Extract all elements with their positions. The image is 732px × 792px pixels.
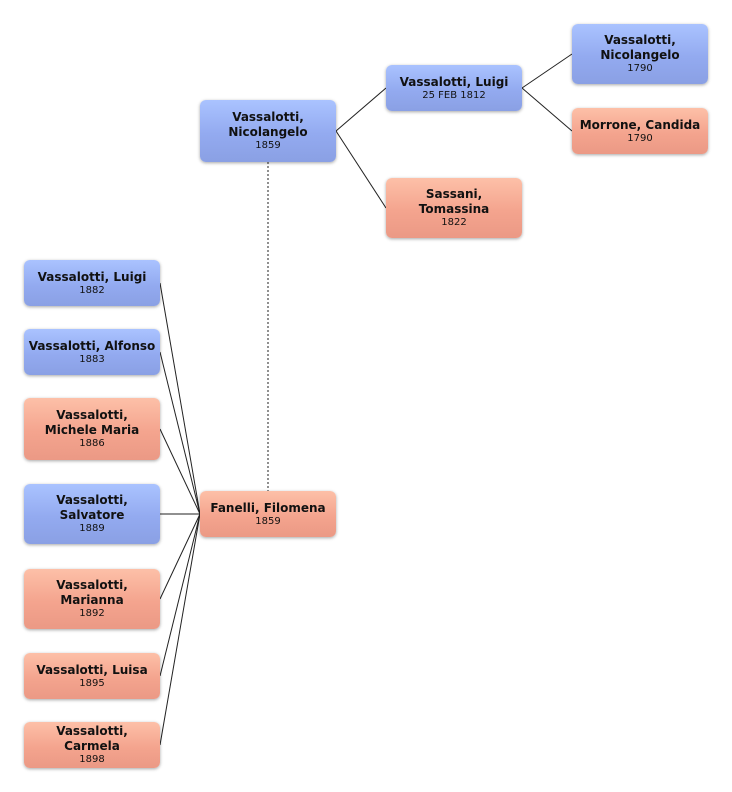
person-date: 1790 <box>627 132 653 144</box>
person-date: 1889 <box>79 523 105 534</box>
person-date: 1892 <box>79 608 105 619</box>
person-name: Vassalotti, Luisa <box>36 662 148 677</box>
person-name: Sassani, Tomassina <box>418 187 490 216</box>
person-name: Vassalotti, Salvatore <box>56 493 128 522</box>
connector-child-michele-1886 <box>159 428 201 515</box>
person-name: Vassalotti, Luigi <box>37 269 147 284</box>
person-date: 1859 <box>255 515 281 527</box>
person-name: Vassalotti, Carmela <box>56 724 128 753</box>
connector-child-luigi-1882 <box>159 282 201 515</box>
person-box-michele-1886[interactable]: Vassalotti, Michele Maria 1886 <box>24 398 160 460</box>
person-box-nicolangelo-1790[interactable]: Vassalotti, Nicolangelo 1790 <box>572 24 708 84</box>
person-box-luigi-1812[interactable]: Vassalotti, Luigi 25 FEB 1812 <box>386 65 522 111</box>
connector-child-marianna-1892 <box>159 513 201 600</box>
person-name: Vassalotti, Alfonso <box>28 338 156 353</box>
person-name: Vassalotti, Michele Maria <box>44 408 140 437</box>
connector-child-alfonso-1883 <box>159 351 201 515</box>
connector-child-carmela-1898 <box>159 513 201 746</box>
person-name: Vassalotti, Luigi <box>399 74 509 89</box>
person-box-candida-1790[interactable]: Morrone, Candida 1790 <box>572 108 708 154</box>
person-date: 1859 <box>255 140 281 151</box>
person-box-filomena-1859[interactable]: Fanelli, Filomena 1859 <box>200 491 336 537</box>
person-name: Vassalotti, Nicolangelo <box>600 33 680 62</box>
person-name: Vassalotti, Marianna <box>56 578 128 607</box>
person-box-nicolangelo-1859[interactable]: Vassalotti, Nicolangelo 1859 <box>200 100 336 162</box>
person-box-alfonso-1883[interactable]: Vassalotti, Alfonso 1883 <box>24 329 160 375</box>
person-name: Morrone, Candida <box>579 117 701 132</box>
person-box-marianna-1892[interactable]: Vassalotti, Marianna 1892 <box>24 569 160 629</box>
person-date: 25 FEB 1812 <box>422 89 486 101</box>
person-name: Fanelli, Filomena <box>210 500 326 515</box>
person-date: 1886 <box>79 438 105 449</box>
person-box-luigi-1882[interactable]: Vassalotti, Luigi 1882 <box>24 260 160 306</box>
connector-luigi-to-nicolangelo-1790 <box>521 53 573 89</box>
person-name: Vassalotti, Nicolangelo <box>228 110 308 139</box>
connector-nicolangelo-to-luigi-1812 <box>335 87 387 132</box>
person-box-salvatore-1889[interactable]: Vassalotti, Salvatore 1889 <box>24 484 160 544</box>
person-date: 1822 <box>441 217 467 228</box>
person-date: 1790 <box>627 63 653 74</box>
person-box-tomassina-1822[interactable]: Sassani, Tomassina 1822 <box>386 178 522 238</box>
person-date: 1898 <box>79 754 105 765</box>
person-box-carmela-1898[interactable]: Vassalotti, Carmela 1898 <box>24 722 160 768</box>
person-date: 1882 <box>79 284 105 296</box>
person-date: 1883 <box>79 353 105 365</box>
connector-nicolangelo-to-tomassina <box>335 130 387 209</box>
person-date: 1895 <box>79 677 105 689</box>
connector-child-luisa-1895 <box>159 513 201 677</box>
connector-luigi-to-candida <box>521 87 573 132</box>
person-box-luisa-1895[interactable]: Vassalotti, Luisa 1895 <box>24 653 160 699</box>
